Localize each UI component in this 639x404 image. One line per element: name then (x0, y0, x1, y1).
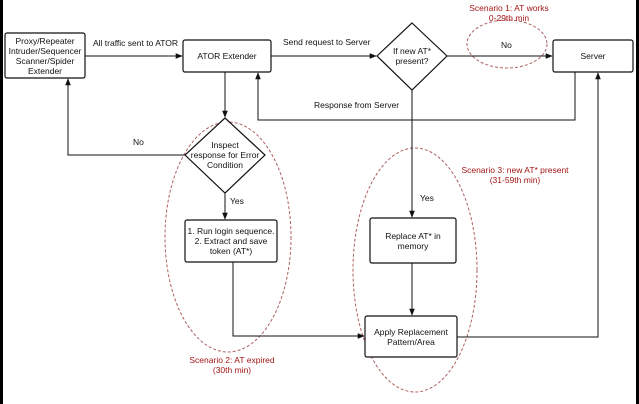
scenario-2-label: Scenario 2: AT expired (30th min) (189, 355, 275, 375)
apply-replacement-node: Apply Replacement Pattern/Area (374, 326, 448, 347)
edge-login-to-apply (232, 262, 365, 339)
server-box (552, 39, 634, 73)
login-sequence-node: 1. Run login sequence. 2. Extract and sa… (187, 226, 275, 256)
edge-inspect-no-to-proxy (65, 78, 185, 156)
new-at-decision-node: If new AT* present? (392, 46, 432, 66)
edge-apply-to-server (457, 72, 601, 338)
scenario-3-label: Scenario 3: new AT* present (31-59th min… (461, 165, 569, 185)
yes-inspect-label: Yes (230, 196, 244, 206)
no-top-label: No (501, 40, 512, 50)
send-request-label: Send request to Server (283, 37, 371, 47)
scenario-3-outline (352, 147, 478, 393)
replace-at-node: Replace AT* in memory (385, 230, 441, 251)
no-left-label: No (133, 137, 144, 147)
server-node: Server (580, 51, 606, 61)
proxy-node: Proxy/Repeater Intruder/Sequencer Scanne… (8, 35, 82, 76)
yes-decision-label: Yes (420, 193, 434, 203)
scenario-1-label: Scenario 1: AT works 0-29th min (469, 3, 549, 23)
edge-server-response-to-ator (255, 72, 576, 121)
ator-extender-node: ATOR Extender (197, 51, 257, 61)
response-label: Response from Server (314, 100, 400, 110)
inspect-response-node: Inspect response for Error Condition (190, 140, 260, 170)
login-box (184, 219, 278, 263)
replace-box (369, 217, 457, 264)
all-traffic-label: All traffic sent to ATOR (93, 38, 179, 48)
scenario-1-outline (466, 19, 548, 69)
